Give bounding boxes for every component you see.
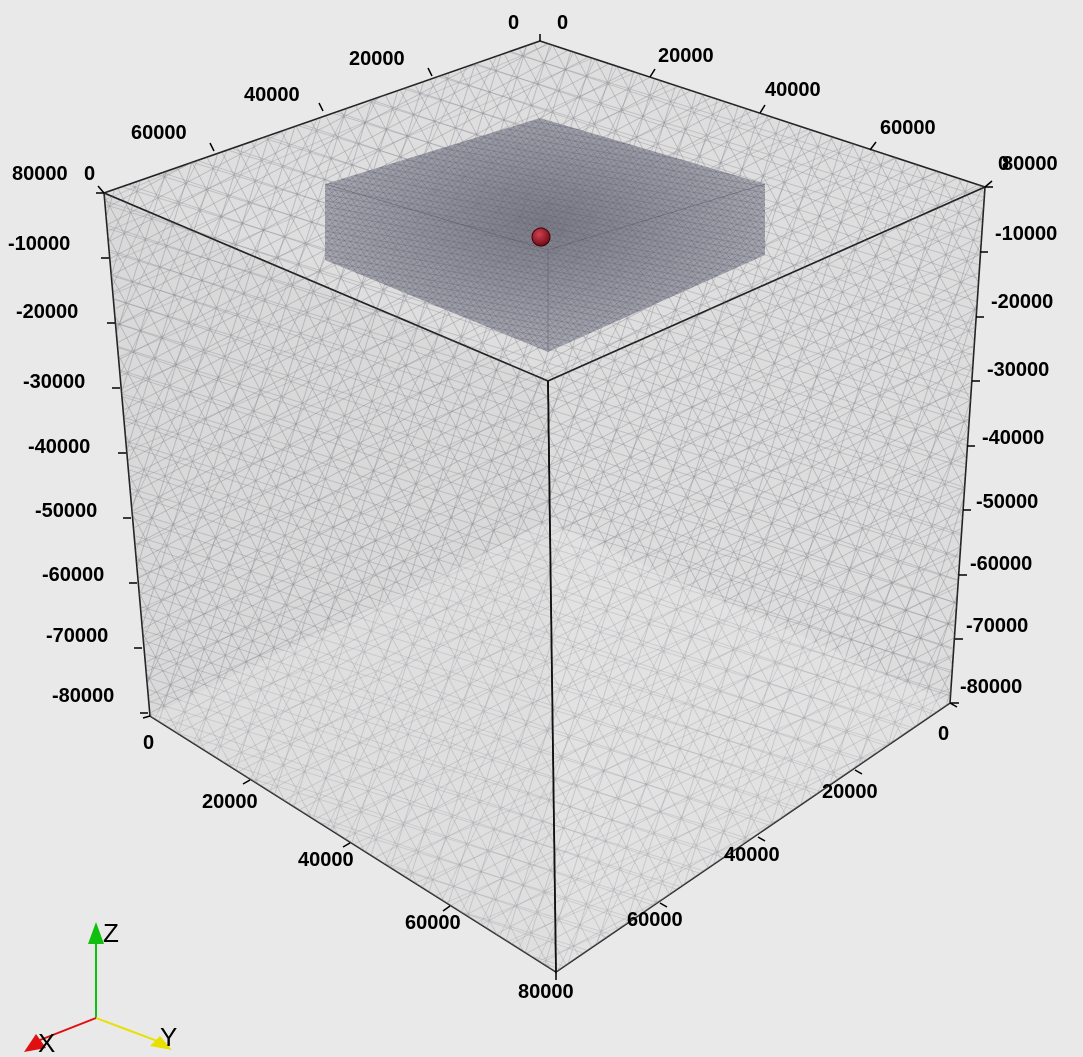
tick-label: 0 [84,163,95,185]
tick-label: -60000 [970,553,1032,575]
bottom-left-axis-labels: 0 20000 40000 60000 80000 [143,732,574,1003]
bottom-right-axis-labels: 0 20000 40000 60000 [627,723,949,931]
tick-label: -40000 [982,427,1044,449]
tick-label: 40000 [724,844,780,866]
tick-label: 20000 [202,791,258,813]
tick-label: 40000 [765,79,821,101]
tick-label: -70000 [966,615,1028,637]
left-z-axis-labels: 0 -10000 -20000 -30000 -40000 -50000 -60… [8,163,114,707]
tick-label: 60000 [880,117,936,139]
z-axis-label: Z [103,918,119,948]
right-z-axis-labels: 0 -10000 -20000 -30000 -40000 -50000 -60… [960,153,1057,698]
tick-label: 20000 [349,48,405,70]
tick-label: 60000 [405,912,461,934]
tick-label: 0 [938,723,949,745]
tick-label: -50000 [976,491,1038,513]
tick-label: 0 [508,12,519,34]
tick-label: -70000 [46,625,108,647]
tick-label: -80000 [960,676,1022,698]
tick-label: -30000 [987,359,1049,381]
top-left-axis-labels: 0 20000 40000 60000 80000 [12,12,519,185]
source-point-marker[interactable] [531,227,551,247]
tick-label: 60000 [627,909,683,931]
tick-label: -60000 [42,564,104,586]
tick-label: -20000 [16,301,78,323]
tick-label: -80000 [52,685,114,707]
x-axis-arrow-icon [24,1034,46,1052]
y-axis-arrow-icon [150,1036,172,1050]
x-axis-label: X [38,1028,55,1057]
tick-label: -50000 [35,500,97,522]
tick-label: 40000 [298,849,354,871]
tick-label: 0 [143,732,154,754]
tick-label: 40000 [244,84,300,106]
tick-label: -10000 [8,233,70,255]
tick-label: -10000 [995,223,1057,245]
tick-label: -20000 [991,291,1053,313]
y-axis-label: Y [160,1022,177,1052]
mesh-cube[interactable] [101,40,988,974]
z-axis-arrow-icon [88,922,104,944]
top-right-axis-labels: 0 20000 40000 60000 80000 [557,12,1058,175]
tick-label: -30000 [23,371,85,393]
tick-label: 60000 [131,122,187,144]
tick-label: -40000 [28,436,90,458]
tick-label: 20000 [658,45,714,67]
tick-label: 0 [557,12,568,34]
tick-label: 80000 [518,981,574,1003]
axis-ticks [96,34,993,980]
tick-label: 80000 [12,163,68,185]
orientation-axes-widget[interactable]: Z Y X [24,918,177,1057]
tick-label: 0 [998,153,1009,175]
tick-label: 80000 [1002,153,1058,175]
tick-label: 20000 [822,781,878,803]
